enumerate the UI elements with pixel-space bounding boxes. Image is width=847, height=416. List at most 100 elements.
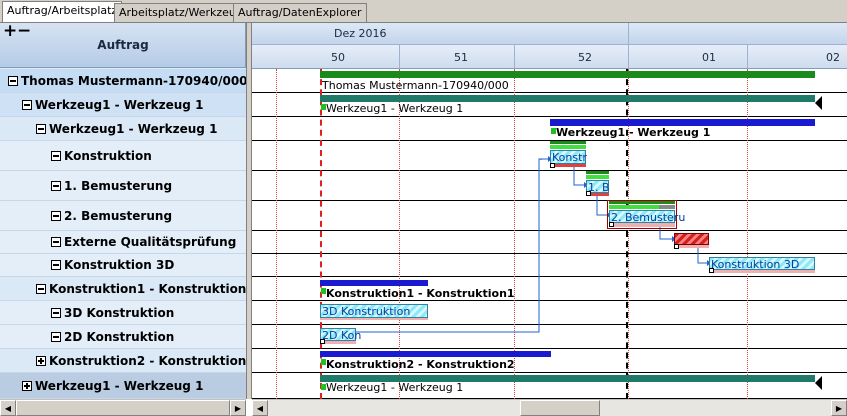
expand-icon[interactable]	[22, 380, 32, 391]
progress-marker-icon	[321, 384, 326, 390]
tree-row[interactable]: Thomas Mustermann-170940/000	[0, 69, 246, 93]
tree-row[interactable]: Werkzeug1 - Werkzeug 1	[0, 117, 246, 141]
collapse-icon[interactable]	[51, 307, 61, 318]
tree-row[interactable]: 3D Konstruktion	[0, 301, 246, 325]
task-bar-2d-konstruktion[interactable]	[320, 328, 356, 341]
tree-row[interactable]: 2D Konstruktion	[0, 325, 246, 349]
tree-row[interactable]: 2. Bemusterung	[0, 201, 246, 231]
scroll-thumb[interactable]	[16, 400, 230, 416]
collapse-icon[interactable]	[51, 180, 61, 191]
timeline-month-header: Dez 2016	[252, 23, 847, 45]
link-handle[interactable]	[550, 163, 555, 168]
progress-bar	[550, 145, 586, 149]
collapse-icon[interactable]	[51, 331, 61, 342]
link-handle[interactable]	[609, 222, 614, 227]
summary-bar-konstruktion2[interactable]	[320, 351, 551, 357]
collapse-icon[interactable]	[51, 260, 61, 270]
scroll-left-icon[interactable]: ◀	[0, 400, 16, 416]
task-bar-bemusterung-1[interactable]	[586, 180, 609, 193]
gridline	[399, 69, 400, 399]
tab-auftrag-arbeitsplatz[interactable]: Auftrag/Arbeitsplatz	[2, 1, 123, 22]
summary-bar-konstruktion1[interactable]	[320, 280, 428, 286]
bar-label: 2. Bemusteru	[611, 211, 686, 224]
progress-bar	[609, 201, 675, 204]
summary-bar-werkzeug-2[interactable]	[320, 375, 815, 382]
pane-splitter[interactable]	[246, 23, 252, 399]
scroll-right-icon[interactable]: ▶	[831, 400, 847, 416]
collapse-icon[interactable]	[36, 283, 46, 294]
gantt-chart: Dez 2016 50 51 52 01 02	[252, 23, 847, 399]
tree-row[interactable]: Werkzeug1 - Werkzeug 1	[0, 373, 246, 399]
scroll-left-icon[interactable]: ◀	[252, 400, 268, 416]
gantt-row	[252, 69, 847, 93]
milestone-marker-icon	[815, 376, 822, 390]
week-label: 02	[826, 51, 840, 64]
link-handle[interactable]	[320, 339, 325, 344]
collapse-icon[interactable]	[36, 123, 46, 134]
week-label: 52	[578, 51, 592, 64]
progress-bar	[550, 141, 586, 144]
summary-bar-werkzeug-sub[interactable]	[550, 119, 815, 126]
gantt-horizontal-scrollbar[interactable]: ◀ ▶	[252, 399, 847, 416]
tree-row-label: Thomas Mustermann-170940/000	[21, 73, 246, 88]
bar-label: Thomas Mustermann-170940/000	[322, 79, 509, 92]
collapse-icon[interactable]	[8, 75, 18, 86]
deadline-strip	[320, 318, 428, 320]
tree-row-label: 2. Bemusterung	[64, 208, 173, 223]
gridline	[276, 69, 277, 399]
collapse-icon[interactable]	[51, 210, 61, 221]
progress-bar	[586, 171, 609, 174]
scroll-right-icon[interactable]: ▶	[230, 400, 246, 416]
scroll-thumb[interactable]	[520, 400, 600, 416]
task-bar-konstruktion-3d[interactable]	[709, 257, 815, 270]
tree-row[interactable]: Konstruktion 3D	[0, 254, 246, 277]
gantt-row	[252, 141, 847, 171]
collapse-icon[interactable]	[51, 150, 61, 161]
tab-auftrag-datenexplorer[interactable]: Auftrag/DatenExplorer	[233, 3, 367, 22]
task-bar-bemusterung-2[interactable]	[609, 210, 675, 223]
tree-row-label: Konstruktion 3D	[64, 258, 175, 272]
week-separator	[399, 45, 400, 69]
task-bar-qualitaetspruefung[interactable]	[674, 233, 709, 245]
task-bar-konstruktion[interactable]	[550, 150, 586, 164]
summary-bar-werkzeug[interactable]	[320, 95, 815, 102]
minus-icon[interactable]: −	[17, 23, 32, 41]
tree-row[interactable]: Konstruktion2 - Konstruktion2	[0, 349, 246, 373]
gantt-panel: + − Auftrag Thomas Mustermann-170940/000…	[0, 22, 847, 416]
tree-row[interactable]: Externe Qualitätsprüfung	[0, 231, 246, 254]
gantt-row	[252, 301, 847, 325]
tree-row[interactable]: 1. Bemusterung	[0, 171, 246, 201]
link-handle[interactable]	[709, 268, 714, 273]
progress-bar	[586, 175, 609, 179]
progress-bar	[609, 205, 659, 209]
tree-row-label: Konstruktion1 - Konstruktion1	[49, 281, 246, 296]
tab-arbeitsplatz-werkzeug[interactable]: Arbeitsplatz/Werkzeug	[114, 3, 248, 22]
tree-horizontal-scrollbar[interactable]: ◀ ▶	[0, 399, 246, 416]
summary-bar-project[interactable]	[320, 71, 815, 78]
collapse-icon[interactable]	[51, 237, 61, 247]
tree-row[interactable]: Werkzeug1 - Werkzeug 1	[0, 93, 246, 117]
tab-bar: Auftrag/Arbeitsplatz Arbeitsplatz/Werkze…	[0, 0, 847, 22]
gridline	[747, 69, 748, 399]
collapse-icon[interactable]	[22, 99, 32, 110]
tree-row[interactable]: Konstruktion1 - Konstruktion1	[0, 277, 246, 301]
tree-row[interactable]: Konstruktion	[0, 141, 246, 171]
progress-marker-icon	[321, 359, 326, 365]
tree-row-label: Werkzeug1 - Werkzeug 1	[49, 121, 218, 136]
bar-label: Werkzeug1 - Werkzeug 1	[326, 381, 464, 394]
task-bar-3d-konstruktion[interactable]	[320, 304, 428, 318]
gantt-row	[252, 349, 847, 373]
tree-row-label: Konstruktion	[64, 148, 152, 163]
link-handle[interactable]	[674, 244, 679, 249]
plus-icon[interactable]: +	[3, 23, 18, 41]
tree-row-label: Werkzeug1 - Werkzeug 1	[35, 378, 204, 393]
link-handle[interactable]	[586, 191, 591, 196]
deadline-strip	[586, 193, 609, 196]
progress-marker-icon	[551, 128, 556, 134]
bar-label: 3D Konstruktion	[322, 305, 411, 318]
deadline-strip	[320, 341, 356, 344]
week-separator	[514, 45, 515, 69]
deadline-strip	[674, 245, 709, 248]
expand-icon[interactable]	[36, 355, 46, 366]
bar-label: 1. B	[588, 181, 610, 194]
